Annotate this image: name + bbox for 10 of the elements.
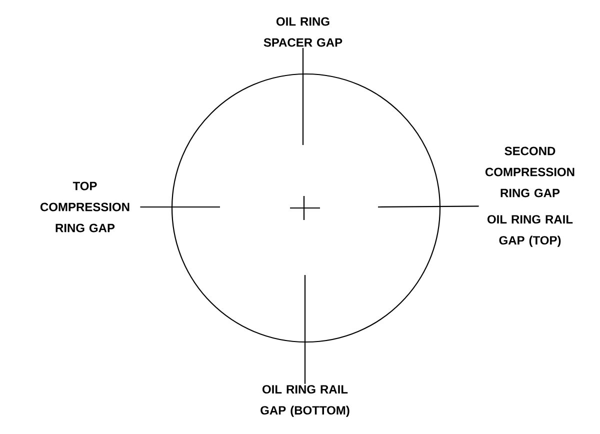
leader-line xyxy=(378,206,479,208)
leader-line xyxy=(302,48,304,145)
piston-outline xyxy=(171,73,441,343)
gap-label: TOP COMPRESSION RING GAP xyxy=(40,182,130,232)
leader-line xyxy=(304,275,306,384)
leader-line xyxy=(140,206,220,208)
gap-label: SECOND COMPRESSION RING GAP xyxy=(485,146,574,198)
gap-label: OIL RING RAIL GAP (TOP) xyxy=(488,215,573,247)
gap-label: OIL RING SPACER GAP xyxy=(264,17,342,47)
gap-label: OIL RING RAIL GAP (BOTTOM) xyxy=(260,385,350,417)
